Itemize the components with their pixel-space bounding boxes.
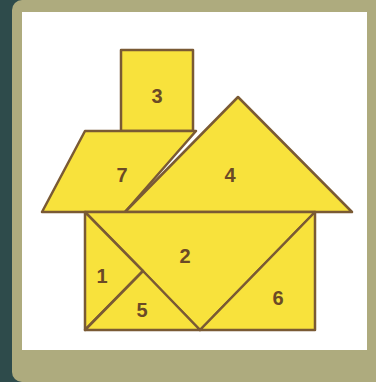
large-triangle [85,212,315,330]
piece-number: 1 [96,266,107,286]
square-piece [121,50,193,131]
piece-number: 7 [116,165,127,185]
piece-number: 6 [272,288,283,308]
piece-number: 2 [179,246,190,266]
piece-number: 5 [136,300,147,320]
olive-panel [12,0,376,382]
white-card [22,12,367,350]
piece-number: 3 [151,86,162,106]
medium-triangle [200,212,315,330]
piece-number: 4 [224,165,235,185]
roof-triangle [125,97,352,212]
